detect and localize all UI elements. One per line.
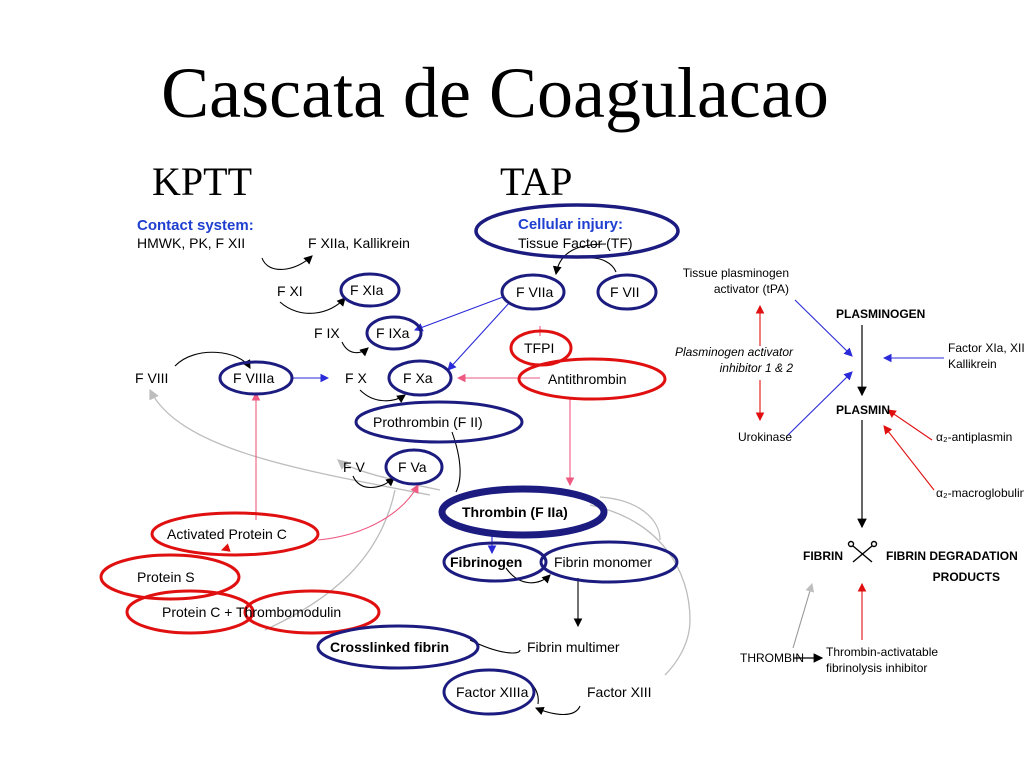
fxa-ellipse: [387, 359, 453, 397]
tfpi-label: TFPI: [524, 340, 554, 356]
fviia-ellipse: [500, 273, 566, 311]
factor-xiiia-ellipse: [442, 668, 536, 716]
fviia-label: F VIIa: [516, 284, 554, 300]
fibrinolysis-red-arrows: [755, 304, 935, 640]
urokinase-label: Urokinase: [738, 430, 792, 444]
protein-c-label: Protein C + Thrombomodulin: [162, 604, 341, 620]
fibrinolysis-black-arrows: [794, 325, 867, 663]
fvii-ellipse: [596, 273, 658, 311]
ellipses: [99, 203, 680, 716]
protein-s-label: Protein S: [137, 569, 195, 585]
tap-label: TAP: [500, 159, 573, 204]
page-title: Cascata de Coagulacao: [161, 53, 829, 133]
tpa-line1: Tissue plasminogen: [683, 266, 789, 280]
contact-system-label: Contact system:: [137, 217, 254, 234]
fibrin-multimer-label: Fibrin multimer: [527, 639, 620, 655]
blue-arrows: [292, 296, 511, 555]
activated-protein-c-ellipse: [150, 511, 320, 557]
pai-line2: inhibitor 1 & 2: [720, 361, 794, 375]
fxa-label: F Xa: [403, 370, 433, 386]
fibrin-label: FIBRIN: [803, 549, 843, 563]
a2-antiplasmin-label: α₂-antiplasmin: [936, 430, 1012, 444]
kptt-label: KPTT: [152, 159, 252, 204]
tissue-factor-label: Tissue Factor (TF): [518, 235, 633, 251]
fvii-label: F VII: [610, 284, 640, 300]
fixa-label: F IXa: [376, 325, 410, 341]
fx-label: F X: [345, 370, 367, 386]
antithrombin-ellipse: [517, 357, 667, 401]
plasmin-label: PLASMIN: [836, 403, 890, 417]
crosslinked-fibrin-ellipse: [316, 624, 480, 670]
fdp-line1: FIBRIN DEGRADATION: [886, 549, 1018, 563]
cellular-injury-ellipse: [474, 203, 680, 259]
prothrombin-ellipse: [354, 400, 524, 444]
red-connectors: [220, 543, 231, 552]
activated-protein-c-label: Activated Protein C: [167, 526, 287, 542]
contact-line-label: HMWK, PK, F XII: [137, 235, 245, 251]
fibrin-monomer-ellipse: [539, 540, 679, 584]
pai-line1: Plasminogen activator: [675, 345, 794, 359]
a2-macroglobulin-label: α₂-macroglobulin: [936, 486, 1024, 500]
tafi-line1: Thrombin-activatable: [826, 645, 938, 659]
fibrinogen-ellipse: [442, 541, 548, 583]
crosslinked-fibrin-label: Crosslinked fibrin: [330, 639, 449, 655]
fxia-label: F XIa: [350, 282, 384, 298]
thrombomodulin-ellipse: [243, 589, 381, 635]
fxiia-kallikrein-label: F XIIa, Kallikrein: [308, 235, 410, 251]
cascade-labels: Contact system: HMWK, PK, F XII F XIIa, …: [135, 216, 652, 700]
protein-s-ellipse: [99, 553, 241, 601]
fv-label: F V: [343, 459, 365, 475]
fixa-ellipse: [365, 315, 423, 351]
fxi-label: F XI: [277, 283, 303, 299]
factor-xiiia-label: Factor XIIIa: [456, 684, 529, 700]
fxia-ellipse: [339, 272, 401, 308]
fva-ellipse: [384, 448, 444, 486]
pink-arrows: [251, 326, 575, 541]
fviiia-label: F VIIIa: [233, 370, 274, 386]
scissors-icon: [847, 540, 878, 563]
thrombin-ellipse: [438, 485, 608, 539]
thrombin-small-label: THROMBIN: [740, 651, 804, 665]
antithrombin-label: Antithrombin: [548, 371, 627, 387]
thrombin-label: Thrombin (F IIa): [462, 504, 568, 520]
plasminogen-label: PLASMINOGEN: [836, 307, 925, 321]
fdp-line2: PRODUCTS: [933, 570, 1000, 584]
fviiia-ellipse: [218, 360, 294, 396]
tafi-line2: fibrinolysis inhibitor: [826, 661, 927, 675]
gray-feedback-curves: [149, 388, 691, 676]
fix-label: F IX: [314, 325, 340, 341]
factor-xiii-label: Factor XIII: [587, 684, 652, 700]
protein-c-ellipse: [125, 589, 255, 635]
fibrinolysis-labels: Tissue plasminogen activator (tPA) PLASM…: [675, 266, 1024, 675]
cellular-injury-label: Cellular injury:: [518, 216, 623, 233]
tpa-line2: activator (tPA): [714, 282, 789, 296]
fva-label: F Va: [398, 459, 427, 475]
fibrinogen-label: Fibrinogen: [450, 554, 522, 570]
factor-line1: Factor XIa, XIIa: [948, 341, 1024, 355]
fviii-label: F VIII: [135, 370, 168, 386]
factor-line2: Kallikrein: [948, 357, 997, 371]
fibrin-monomer-label: Fibrin monomer: [554, 554, 652, 570]
fibrinolysis-blue-arrows: [786, 299, 944, 437]
fibrinolysis-gray-arrows: [792, 582, 815, 649]
prothrombin-label: Prothrombin (F II): [373, 414, 483, 430]
